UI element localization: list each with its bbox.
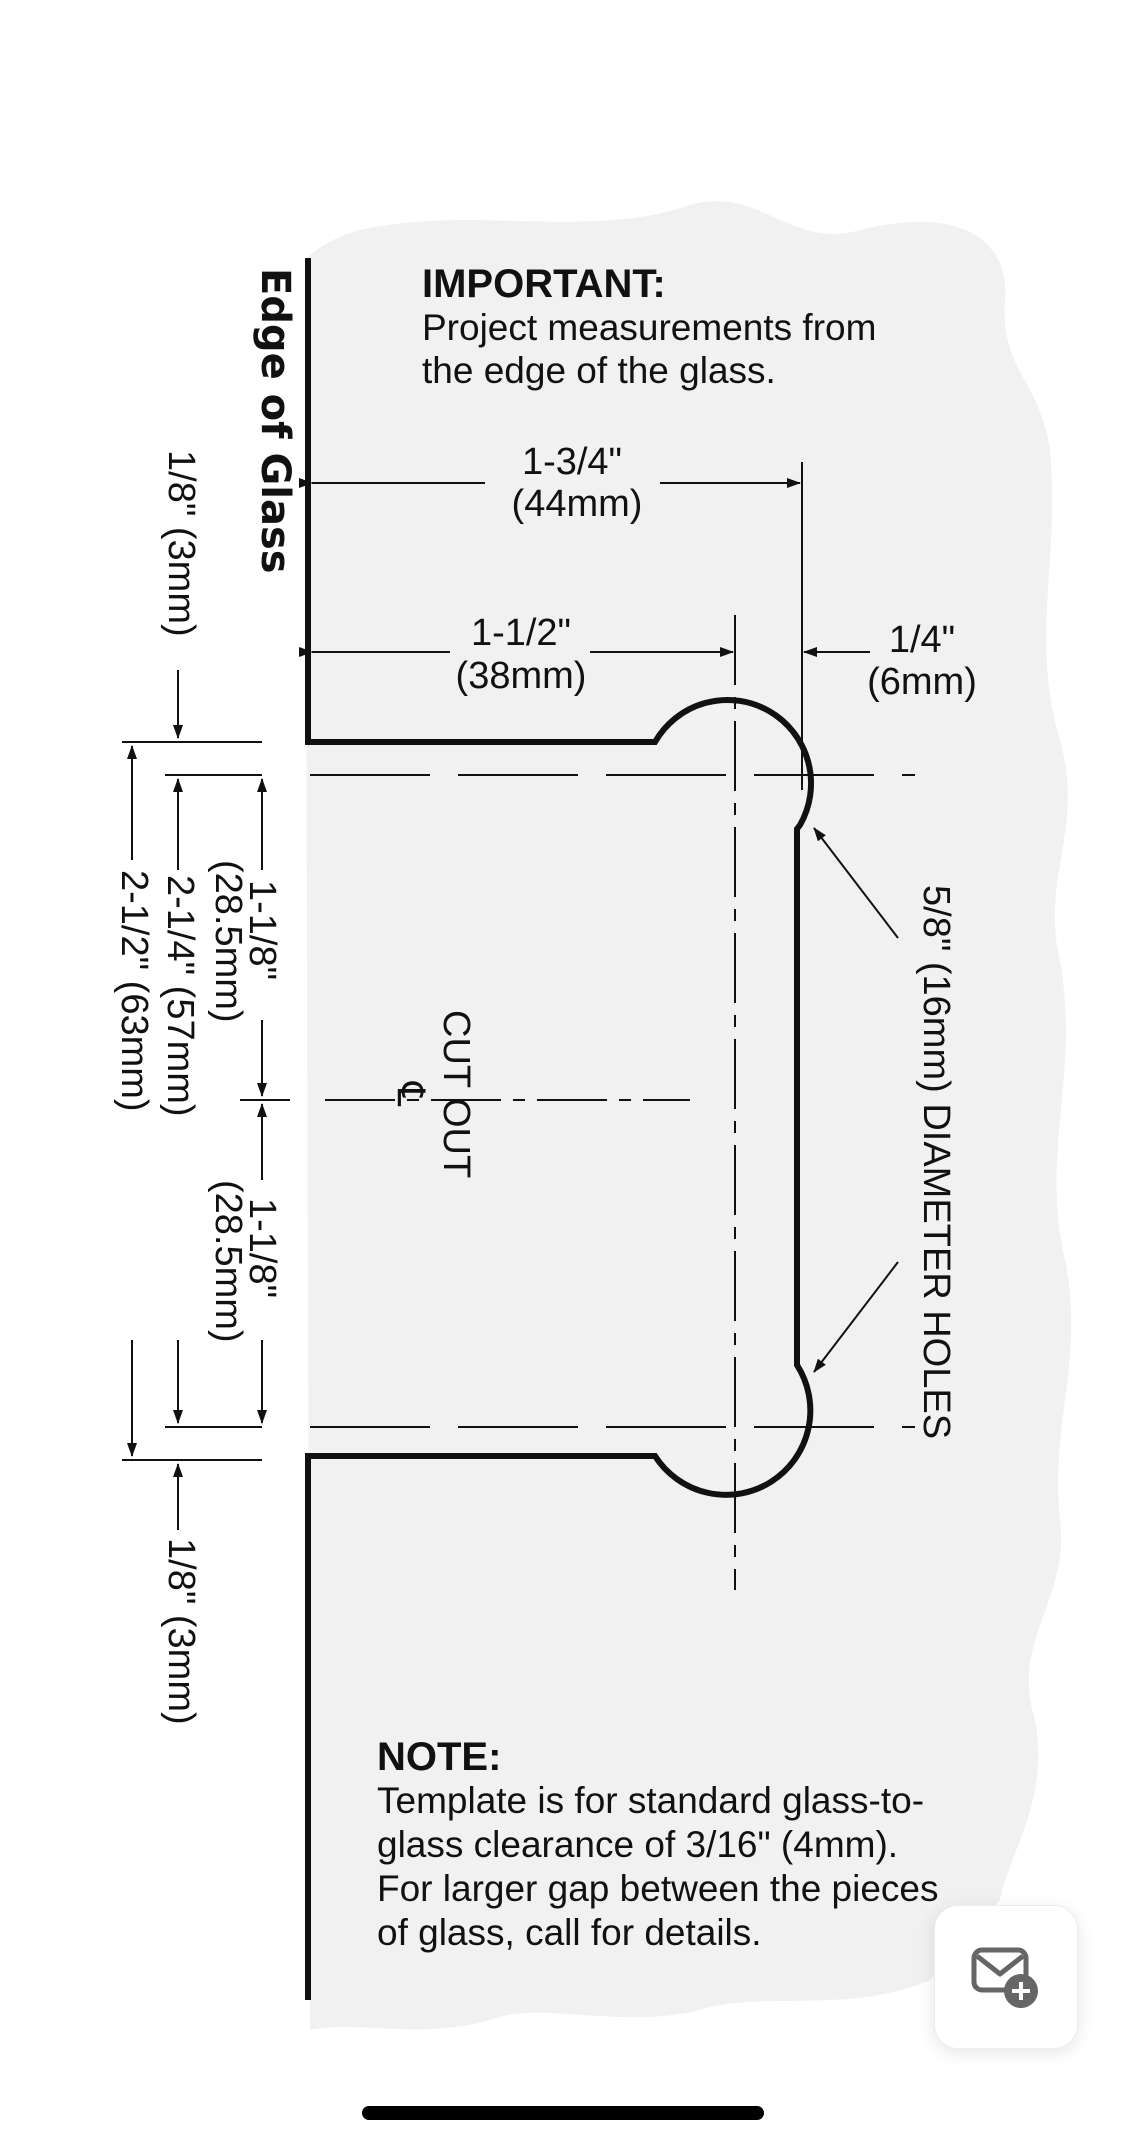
outer-span-label: 2-1/2" (63mm) xyxy=(113,870,155,1112)
inner-width-mm: (38mm) xyxy=(456,655,587,697)
cutout-label: CUT OUT xyxy=(435,1010,477,1178)
centerline-symbol: ℄ xyxy=(389,1081,431,1107)
compose-button[interactable] xyxy=(934,1905,1078,2049)
half-upper-mm: (28.5mm) xyxy=(207,860,249,1023)
glass-outline-top xyxy=(305,258,815,2000)
mail-add-icon xyxy=(971,1947,1038,2008)
quarter-inch: 1/4" xyxy=(889,619,955,661)
note-heading: NOTE: xyxy=(377,1735,501,1779)
half-lower-inch: 1-1/8" xyxy=(241,1198,283,1298)
middle-span-label: 2-1/4" (57mm) xyxy=(159,875,201,1117)
overall-width-inch: 1-3/4" xyxy=(522,441,622,483)
edge-of-glass-label: Edge of Glass xyxy=(252,268,298,574)
quarter-mm: (6mm) xyxy=(867,661,977,703)
note-line-3: For larger gap between the pieces xyxy=(377,1868,939,1909)
leader-lower-hole xyxy=(813,1261,899,1373)
overall-width-mm: (44mm) xyxy=(512,483,643,525)
leader-upper-hole xyxy=(813,827,899,939)
important-line-2: the edge of the glass. xyxy=(422,350,776,391)
important-line-1: Project measurements from xyxy=(422,307,876,348)
important-heading: IMPORTANT: xyxy=(422,262,666,306)
half-upper-inch: 1-1/8" xyxy=(241,880,283,980)
offset-top-label: 1/8" (3mm) xyxy=(160,450,202,637)
note-line-4: of glass, call for details. xyxy=(377,1912,762,1953)
note-line-1: Template is for standard glass-to- xyxy=(377,1780,924,1821)
offset-bottom-label: 1/8" (3mm) xyxy=(160,1538,202,1725)
template-background xyxy=(305,201,1072,2030)
inner-width-inch: 1-1/2" xyxy=(471,612,571,654)
note-line-2: glass clearance of 3/16" (4mm). xyxy=(377,1824,898,1865)
home-indicator[interactable] xyxy=(362,2106,764,2120)
holes-diameter-label: 5/8" (16mm) DIAMETER HOLES xyxy=(915,885,957,1439)
half-lower-mm: (28.5mm) xyxy=(207,1180,249,1343)
